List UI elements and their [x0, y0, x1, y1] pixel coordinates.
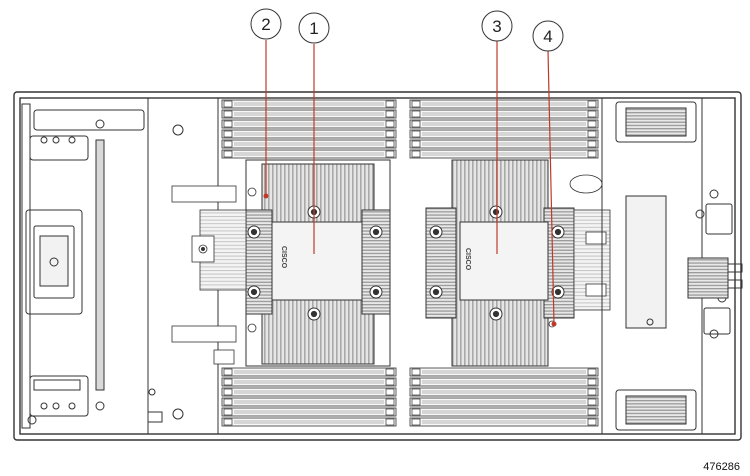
- dimm-bank-bottom-right: [409, 367, 599, 427]
- heatsink-cpu-1-side: [171, 185, 257, 365]
- svg-text:1: 1: [309, 19, 318, 38]
- heatsink-2-brand: CISCO: [464, 248, 471, 271]
- dimm-slot: [409, 417, 599, 427]
- svg-text:4: 4: [543, 27, 552, 46]
- dimm-bank-top-right: [409, 99, 599, 159]
- dimm-slot: [221, 377, 397, 387]
- dimm-slot: [409, 119, 599, 129]
- callout-3: 3: [481, 10, 513, 42]
- svg-text:3: 3: [492, 17, 501, 36]
- heatsink-cpu-2: [425, 159, 575, 367]
- dimm-slot: [221, 149, 397, 159]
- dimm-slot: [221, 397, 397, 407]
- dimm-slot: [221, 387, 397, 397]
- callout-2-marker: [263, 193, 269, 199]
- dimm-slot: [409, 407, 599, 417]
- callout-4-marker: [551, 321, 557, 327]
- dimm-slot: [409, 149, 599, 159]
- dimm-slot: [409, 99, 599, 109]
- dimm-slot: [409, 377, 599, 387]
- dimm-slot: [221, 407, 397, 417]
- dimm-bank-bottom-left: [221, 367, 397, 427]
- rear-section: [601, 97, 743, 435]
- front-panel: [19, 97, 149, 435]
- heatsink-cpu-2-side: [548, 174, 611, 328]
- callout-2: 2: [250, 8, 282, 40]
- callout-4: 4: [532, 20, 564, 52]
- dimm-slot: [409, 397, 599, 407]
- figure-id-label: 476286: [703, 461, 740, 473]
- dimm-slot: [409, 387, 599, 397]
- dimm-slot: [221, 417, 397, 427]
- dimm-bank-top-left: [221, 99, 397, 159]
- dimm-slot: [409, 139, 599, 149]
- dimm-slot: [409, 129, 599, 139]
- dimm-slot: [221, 129, 397, 139]
- dimm-slot: [409, 367, 599, 377]
- callout-leaders: [265, 40, 555, 325]
- dimm-slot: [221, 109, 397, 119]
- dimm-slot: [221, 367, 397, 377]
- svg-text:2: 2: [261, 15, 270, 34]
- dimm-slot: [221, 139, 397, 149]
- heatsink-1-brand: CISCO: [280, 246, 287, 269]
- callout-1: 1: [298, 12, 330, 44]
- dimm-slot: [221, 119, 397, 129]
- heatsink-cpu-1: [245, 159, 391, 367]
- dimm-slot: [221, 99, 397, 109]
- dimm-slot: [409, 109, 599, 119]
